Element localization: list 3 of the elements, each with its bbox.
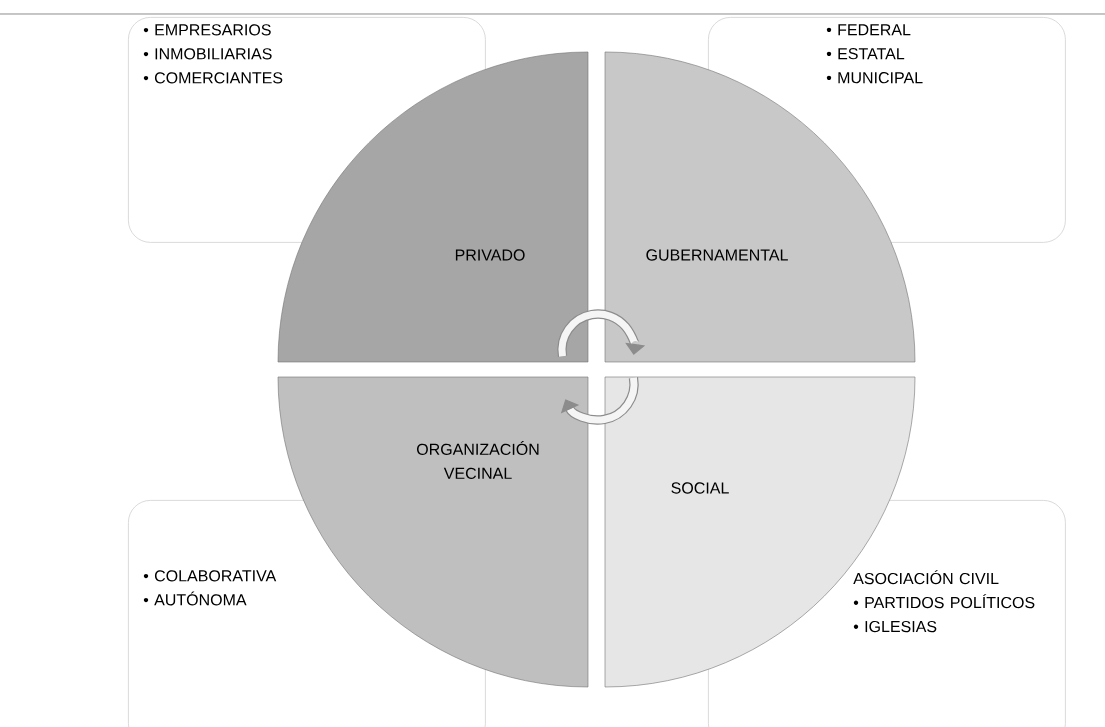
quadrant-wedge: ORGANIZACIÓN VECINAL	[277, 376, 589, 688]
curved-arrow	[560, 377, 639, 425]
curved-arrow	[557, 309, 646, 357]
